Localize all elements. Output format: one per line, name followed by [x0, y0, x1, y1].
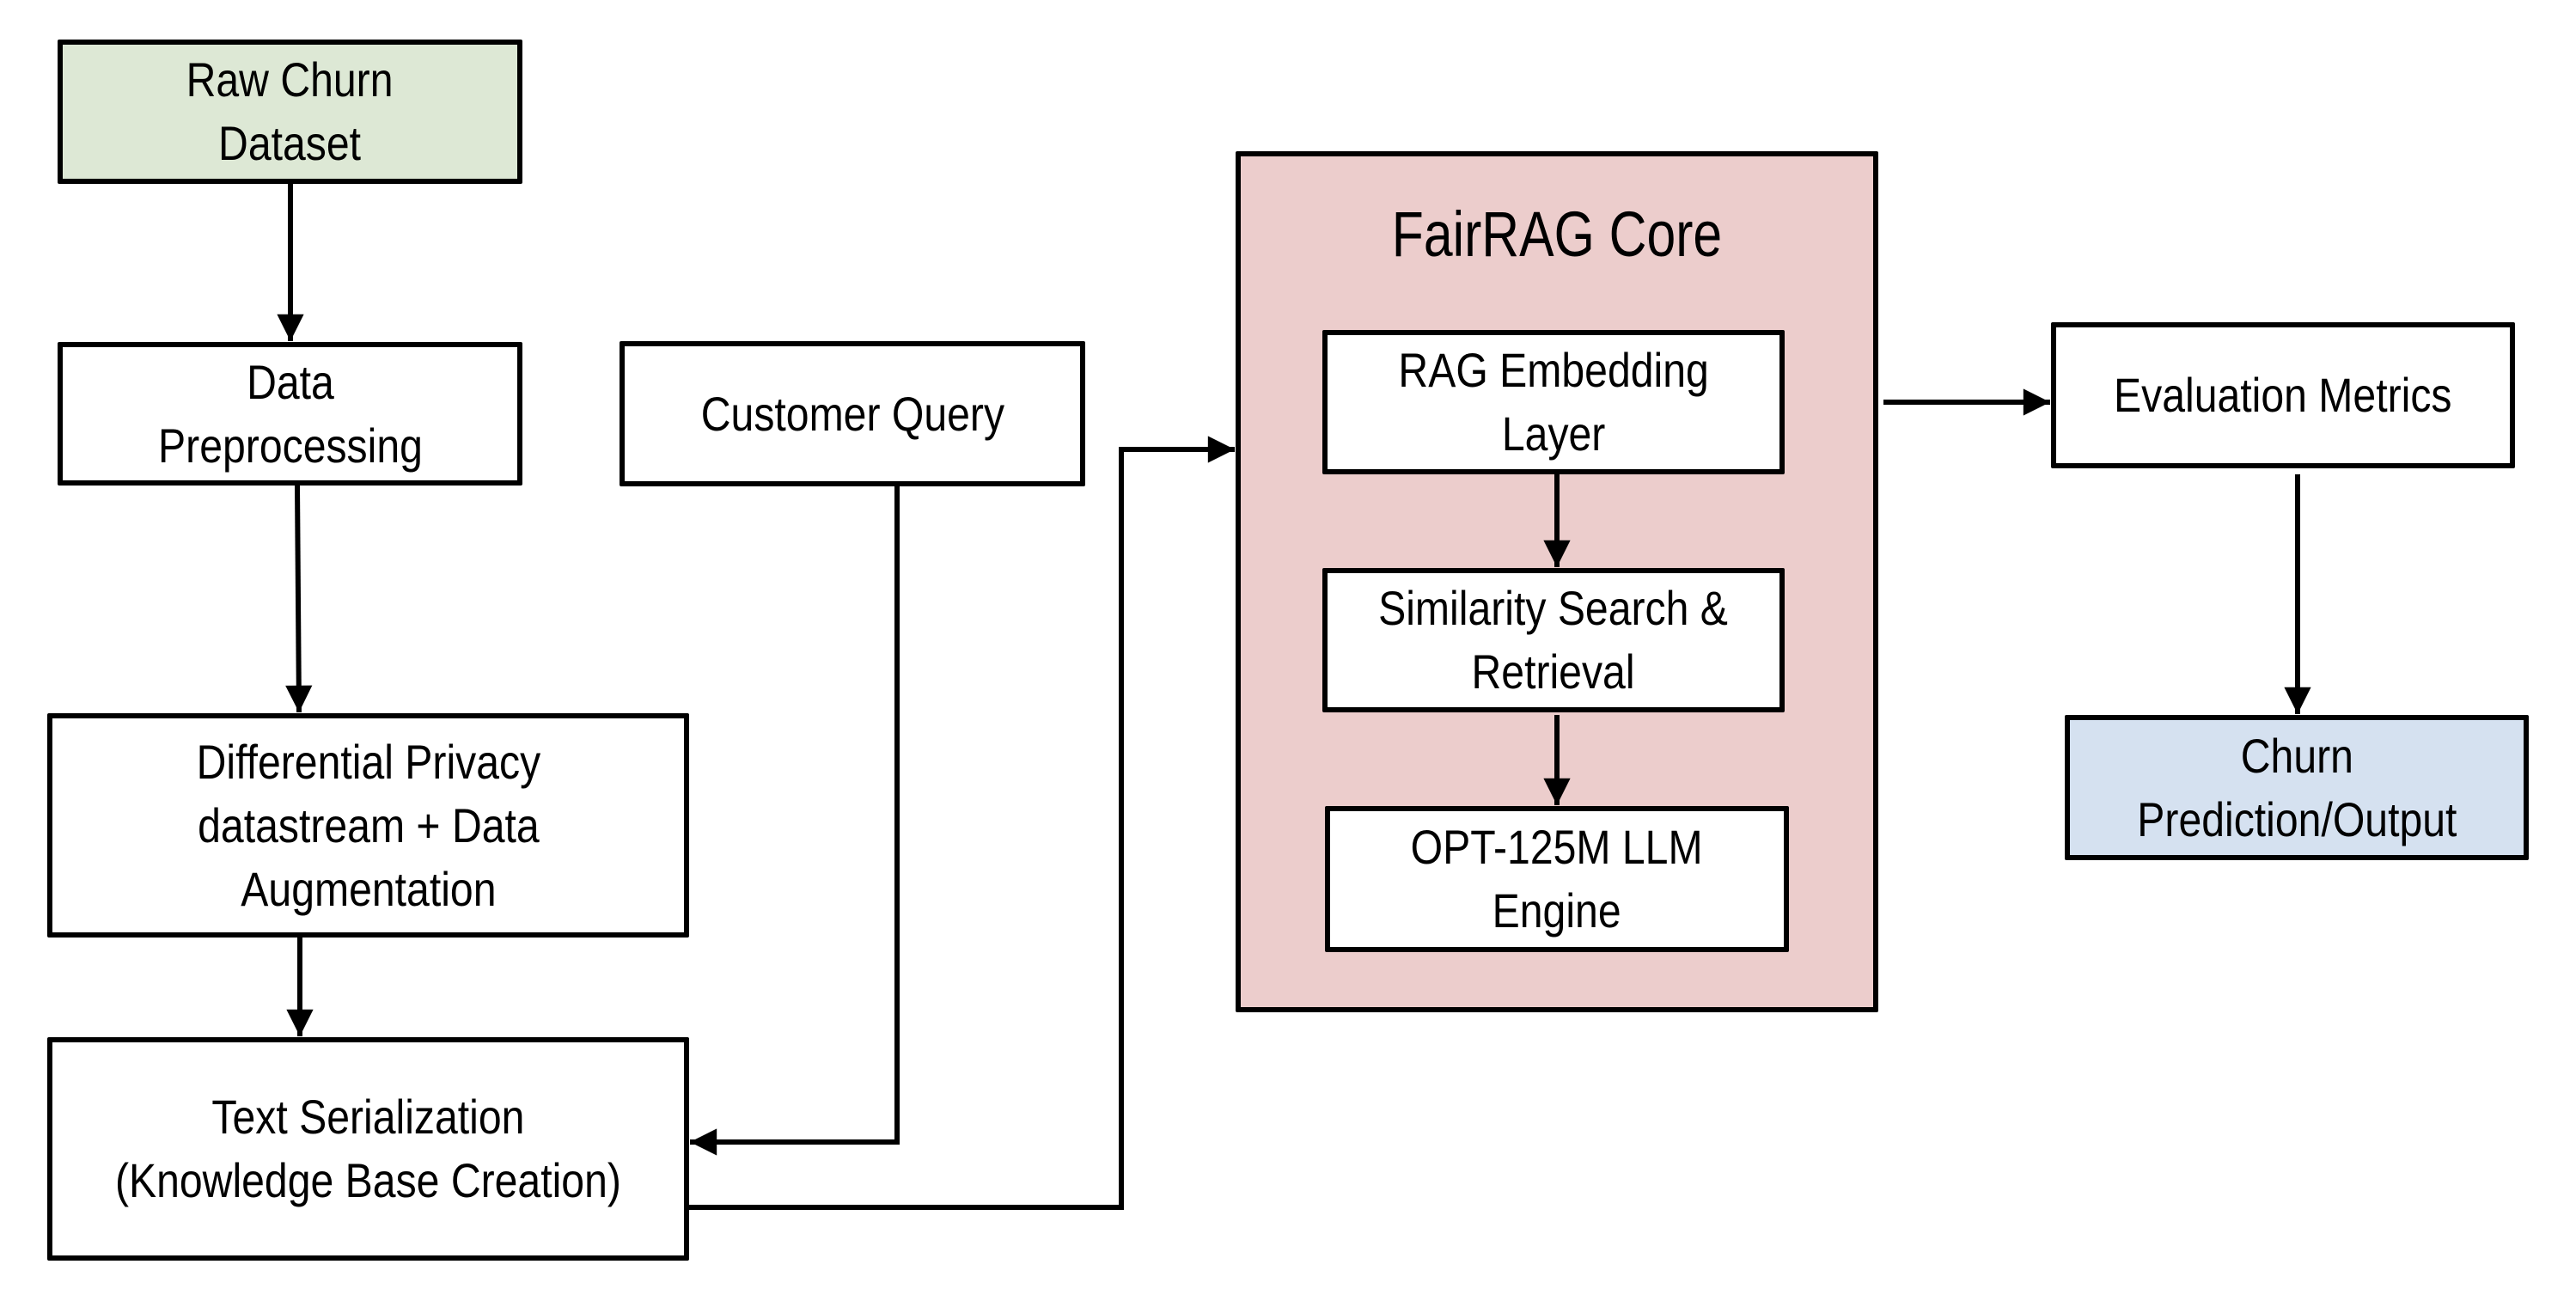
label-line: Retrieval	[1471, 644, 1636, 699]
data-preprocessing-label: Data Preprocessing	[158, 351, 423, 478]
label-line: Dataset	[218, 116, 362, 170]
evaluation-metrics-label: Evaluation Metrics	[2114, 363, 2451, 427]
evaluation-metrics-node[interactable]: Evaluation Metrics	[2051, 322, 2515, 468]
rag-embedding-node[interactable]: RAG Embedding Layer	[1322, 330, 1785, 474]
label-line: (Knowledge Base Creation)	[115, 1153, 621, 1207]
similarity-search-label: Similarity Search & Retrieval	[1379, 577, 1729, 704]
churn-prediction-output-node[interactable]: Churn Prediction/Output	[2065, 715, 2529, 860]
label-line: Data	[246, 354, 334, 409]
label-line: Differential Privacy	[196, 734, 540, 789]
data-preprocessing-node[interactable]: Data Preprocessing	[58, 342, 522, 486]
label-line: Similarity Search &	[1378, 581, 1729, 635]
label-line: Preprocessing	[157, 418, 423, 473]
raw-churn-dataset-label: Raw Churn Dataset	[186, 48, 394, 175]
label-line: Engine	[1492, 883, 1621, 938]
raw-churn-dataset-node[interactable]: Raw Churn Dataset	[58, 40, 522, 184]
llm-engine-label: OPT-125M LLM Engine	[1411, 815, 1703, 943]
label-line: Prediction/Output	[2136, 791, 2457, 846]
label-line: Layer	[1501, 406, 1606, 461]
customer-query-label: Customer Query	[700, 382, 1004, 446]
differential-privacy-label: Differential Privacy datastream + Data A…	[196, 730, 540, 921]
edge-customer-query-to-text-serialization	[690, 486, 900, 1156]
label-line: datastream + Data	[197, 797, 540, 852]
rag-embedding-label: RAG Embedding Layer	[1398, 339, 1708, 466]
label-line: OPT-125M LLM	[1411, 820, 1703, 874]
text-serialization-node[interactable]: Text Serialization (Knowledge Base Creat…	[47, 1037, 689, 1261]
label-line: Text Serialization	[211, 1090, 525, 1144]
differential-privacy-node[interactable]: Differential Privacy datastream + Data A…	[47, 713, 689, 938]
label-line: Customer Query	[700, 386, 1004, 441]
similarity-search-node[interactable]: Similarity Search & Retrieval	[1322, 568, 1785, 712]
churn-prediction-output-label: Churn Prediction/Output	[2137, 724, 2457, 852]
text-serialization-label: Text Serialization (Knowledge Base Creat…	[115, 1085, 621, 1212]
llm-engine-node[interactable]: OPT-125M LLM Engine	[1325, 806, 1789, 952]
label-line: RAG Embedding	[1398, 343, 1709, 397]
label-line: Churn	[2240, 728, 2353, 783]
edge-preprocessing-to-dp	[285, 485, 313, 713]
label-line: Augmentation	[240, 861, 497, 916]
label-line: Evaluation Metrics	[2114, 368, 2452, 422]
edge-text-serialization-to-fairrag	[689, 436, 1235, 1210]
label-line: Raw Churn	[186, 52, 394, 107]
customer-query-node[interactable]: Customer Query	[620, 341, 1085, 486]
fairrag-core-title: FairRAG Core	[1391, 199, 1723, 270]
